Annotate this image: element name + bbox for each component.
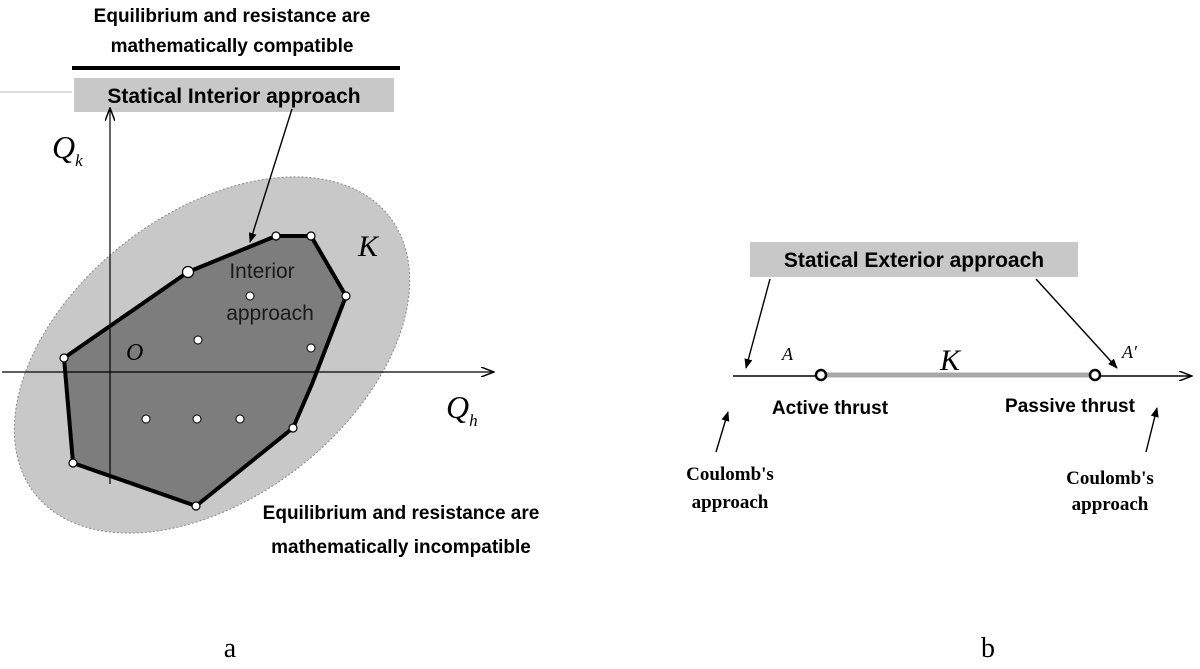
interior-point xyxy=(306,343,316,353)
origin-label: O xyxy=(126,340,143,366)
vertex-points xyxy=(59,231,351,511)
interior-point xyxy=(193,335,203,345)
point-a-prime-label: A′ xyxy=(1121,342,1138,362)
coulomb-left-line1: Coulomb's xyxy=(686,464,774,485)
exterior-arrow-right xyxy=(1035,278,1118,369)
vertex-point xyxy=(288,423,298,433)
inner-label-line1: Interior xyxy=(229,260,294,283)
interior-polygon xyxy=(62,234,348,508)
coulomb-arrow-right xyxy=(1145,407,1159,453)
panel-a: Equilibrium and resistance are mathemati… xyxy=(0,6,539,664)
interior-points xyxy=(141,291,316,424)
panel-b-label: b xyxy=(981,633,995,664)
interior-point xyxy=(245,291,255,301)
active-thrust-label: Active thrust xyxy=(772,398,889,419)
vertex-point xyxy=(181,265,195,279)
exterior-approach-box xyxy=(750,242,1078,277)
coulomb-right-line1: Coulomb's xyxy=(1066,468,1154,489)
exterior-arrow-left xyxy=(744,278,771,369)
point-a-label: A xyxy=(781,344,794,364)
bottom-caption-line2: mathematically incompatible xyxy=(271,537,531,558)
panel-b: Statical Exterior approach A A′ K Active… xyxy=(686,242,1192,664)
top-caption-line2: mathematically compatible xyxy=(111,36,354,57)
bottom-caption-line1: Equilibrium and resistance are xyxy=(263,503,540,524)
vertex-point xyxy=(271,231,281,241)
set-k-label: K xyxy=(357,230,380,263)
coulomb-arrow-left xyxy=(715,411,730,453)
set-k-label-b: K xyxy=(939,344,962,377)
passive-thrust-label: Passive thrust xyxy=(1005,396,1136,417)
y-axis-label: Qk xyxy=(52,129,83,170)
vertex-point xyxy=(59,353,69,363)
coulomb-right-line2: approach xyxy=(1072,494,1149,515)
exterior-approach-label: Statical Exterior approach xyxy=(784,249,1044,272)
interior-approach-box xyxy=(74,78,394,112)
interior-point xyxy=(235,414,245,424)
inner-label-line2: approach xyxy=(226,302,314,325)
interior-point xyxy=(141,414,151,424)
vertex-point xyxy=(68,458,78,468)
panel-a-label: a xyxy=(224,633,237,664)
top-caption-line1: Equilibrium and resistance are xyxy=(94,6,371,27)
passive-thrust-point xyxy=(1088,368,1102,382)
coulomb-left-line2: approach xyxy=(692,492,769,513)
vertex-point xyxy=(191,501,201,511)
vertex-point xyxy=(306,231,316,241)
vertex-point xyxy=(341,291,351,301)
interior-point xyxy=(192,414,202,424)
interior-approach-label: Statical Interior approach xyxy=(107,85,360,108)
active-thrust-point xyxy=(814,368,828,382)
interior-pointer-arrow xyxy=(248,108,293,243)
x-axis-label: Qh xyxy=(446,389,478,430)
